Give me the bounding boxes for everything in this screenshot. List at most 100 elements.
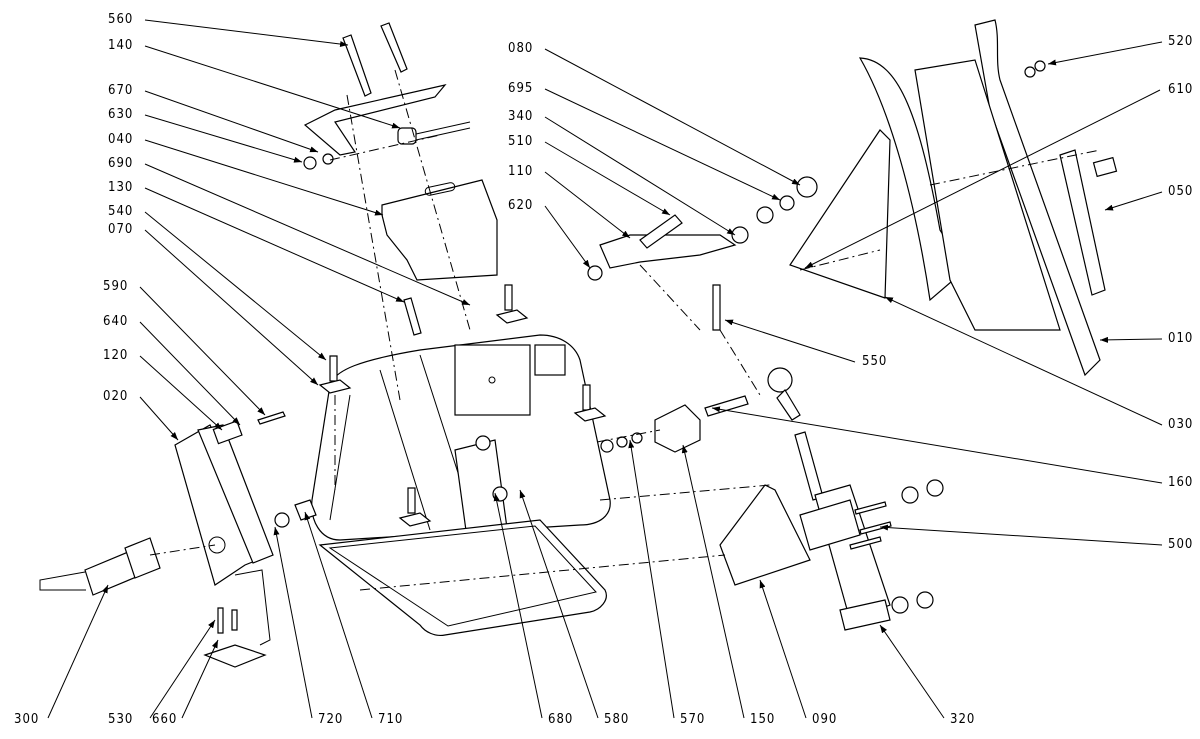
- leader-line-320: [879, 624, 945, 719]
- leader-line-610: [804, 89, 1161, 269]
- leader-line-040: [144, 139, 384, 216]
- leader-line-660: [181, 639, 219, 719]
- leader-line-550: [724, 319, 856, 363]
- leader-lines: [47, 19, 1163, 719]
- bolt-560: [342, 22, 408, 97]
- bracket-670: [303, 84, 447, 156]
- leader-line-080: [544, 48, 801, 186]
- pin-130: [403, 297, 422, 336]
- washers-570: [600, 432, 643, 453]
- leader-line-720: [273, 526, 313, 719]
- callout-130: 130: [108, 180, 133, 195]
- cylinder-320: [794, 431, 891, 631]
- strip-050: [1059, 149, 1106, 296]
- callout-labels: 5601406706300406901305400705906401200200…: [14, 12, 1193, 727]
- sensor-300: [39, 537, 161, 596]
- leader-line-500: [879, 524, 1163, 546]
- leader-line-590: [139, 286, 266, 416]
- callout-070: 070: [108, 222, 133, 237]
- leader-line-560: [144, 19, 349, 47]
- leader-line-620: [544, 205, 591, 269]
- callout-630: 630: [108, 107, 133, 122]
- leader-line-520: [1047, 41, 1163, 66]
- fitting-720: [274, 512, 290, 528]
- callout-660: 660: [152, 712, 177, 727]
- callout-610: 610: [1168, 82, 1193, 97]
- leader-line-530: [149, 619, 216, 719]
- leader-line-510: [544, 141, 671, 216]
- bolt-590: [257, 411, 286, 425]
- leader-line-630: [144, 114, 303, 163]
- nut-washer-630: [303, 153, 334, 170]
- callout-090: 090: [812, 712, 837, 727]
- callout-340: 340: [508, 109, 533, 124]
- bolt-pad-540: [318, 284, 607, 527]
- leader-line-140: [144, 45, 401, 129]
- leader-line-030: [884, 296, 1163, 426]
- leader-line-130: [144, 187, 405, 303]
- callout-620: 620: [508, 198, 533, 213]
- leader-line-670: [144, 90, 319, 153]
- plate-040: [381, 179, 498, 281]
- leader-line-570: [628, 439, 675, 719]
- bolt-550: [712, 284, 721, 331]
- callout-580: 580: [604, 712, 629, 727]
- fittings-500: [849, 479, 944, 614]
- callout-010: 010: [1168, 331, 1193, 346]
- callout-080: 080: [508, 41, 533, 56]
- leader-line-710: [304, 511, 373, 719]
- callout-640: 640: [103, 314, 128, 329]
- callout-300: 300: [14, 712, 39, 727]
- foot-660: [203, 644, 267, 668]
- leader-line-150: [681, 444, 745, 719]
- clip-050: [1092, 156, 1118, 178]
- callout-040: 040: [108, 132, 133, 147]
- callout-690: 690: [108, 156, 133, 171]
- nut-620: [587, 265, 603, 281]
- bolt-510: [639, 214, 683, 249]
- callout-540: 540: [108, 204, 133, 219]
- callout-120: 120: [103, 348, 128, 363]
- callout-320: 320: [950, 712, 975, 727]
- panel-curved: [858, 57, 966, 302]
- lever-110: [599, 234, 737, 269]
- panel-010: [974, 19, 1101, 377]
- callout-140: 140: [108, 38, 133, 53]
- leader-line-540: [144, 211, 327, 361]
- callout-110: 110: [508, 164, 533, 179]
- leader-line-690: [144, 163, 471, 306]
- callout-695: 695: [508, 81, 533, 96]
- callout-030: 030: [1168, 417, 1193, 432]
- callout-160: 160: [1168, 475, 1193, 490]
- bearing-080: [796, 176, 818, 198]
- callout-680: 680: [548, 712, 573, 727]
- bracket-090: [719, 484, 811, 586]
- callout-150: 150: [750, 712, 775, 727]
- bushing-695: [756, 206, 774, 224]
- leader-line-340: [544, 116, 736, 236]
- callout-050: 050: [1168, 184, 1193, 199]
- callout-520: 520: [1168, 34, 1193, 49]
- leader-line-010: [1099, 336, 1163, 343]
- leader-line-680: [493, 492, 543, 719]
- leader-line-580: [519, 489, 599, 719]
- callout-570: 570: [680, 712, 705, 727]
- leader-line-070: [144, 229, 319, 386]
- leader-line-160: [711, 406, 1163, 484]
- callout-720: 720: [318, 712, 343, 727]
- parts: [39, 19, 1118, 668]
- callout-710: 710: [378, 712, 403, 727]
- rod-end-160: [704, 367, 801, 421]
- callout-500: 500: [1168, 537, 1193, 552]
- callout-020: 020: [103, 389, 128, 404]
- leader-line-640: [139, 321, 241, 426]
- assembly-lines: [149, 69, 1101, 591]
- plate-030: [789, 129, 891, 299]
- callout-590: 590: [103, 279, 128, 294]
- leader-line-050: [1104, 191, 1163, 211]
- leader-line-110: [544, 171, 631, 239]
- spacer-140: [397, 121, 471, 145]
- leader-line-300: [47, 584, 109, 719]
- callout-670: 670: [108, 83, 133, 98]
